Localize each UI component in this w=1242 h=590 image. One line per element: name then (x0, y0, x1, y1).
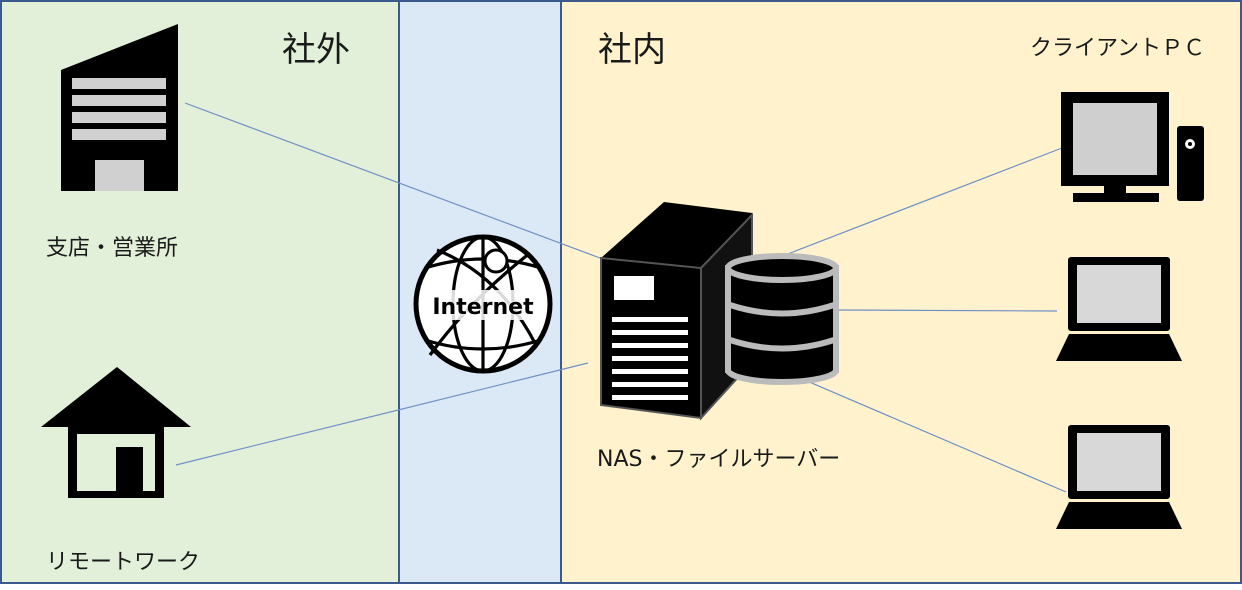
client-pc-label: クライアントＰＣ (1030, 36, 1206, 61)
office-building-icon (61, 24, 178, 191)
internet-label: Internet (432, 295, 534, 320)
laptop-icon (1056, 257, 1182, 361)
zone-inside-title: 社内 (598, 30, 666, 70)
desktop-pc-icon (1061, 92, 1204, 202)
laptop-icon (1056, 425, 1182, 529)
nas-label: NAS・ファイルサーバー (597, 447, 841, 472)
connector-nas-laptop-1 (831, 309, 1058, 312)
globe-icon: Internet (413, 234, 553, 374)
connector-remote-nas (175, 362, 589, 466)
connector-branch-nas (184, 102, 601, 259)
remote-work-label: リモートワーク (46, 550, 201, 575)
branch-office-label: 支店・営業所 (46, 236, 179, 261)
connector-nas-laptop-2 (799, 377, 1067, 493)
server-database-icon (600, 202, 839, 421)
connector-nas-desktop (784, 147, 1063, 256)
zone-outside-title: 社外 (282, 30, 350, 70)
house-icon (41, 367, 191, 498)
